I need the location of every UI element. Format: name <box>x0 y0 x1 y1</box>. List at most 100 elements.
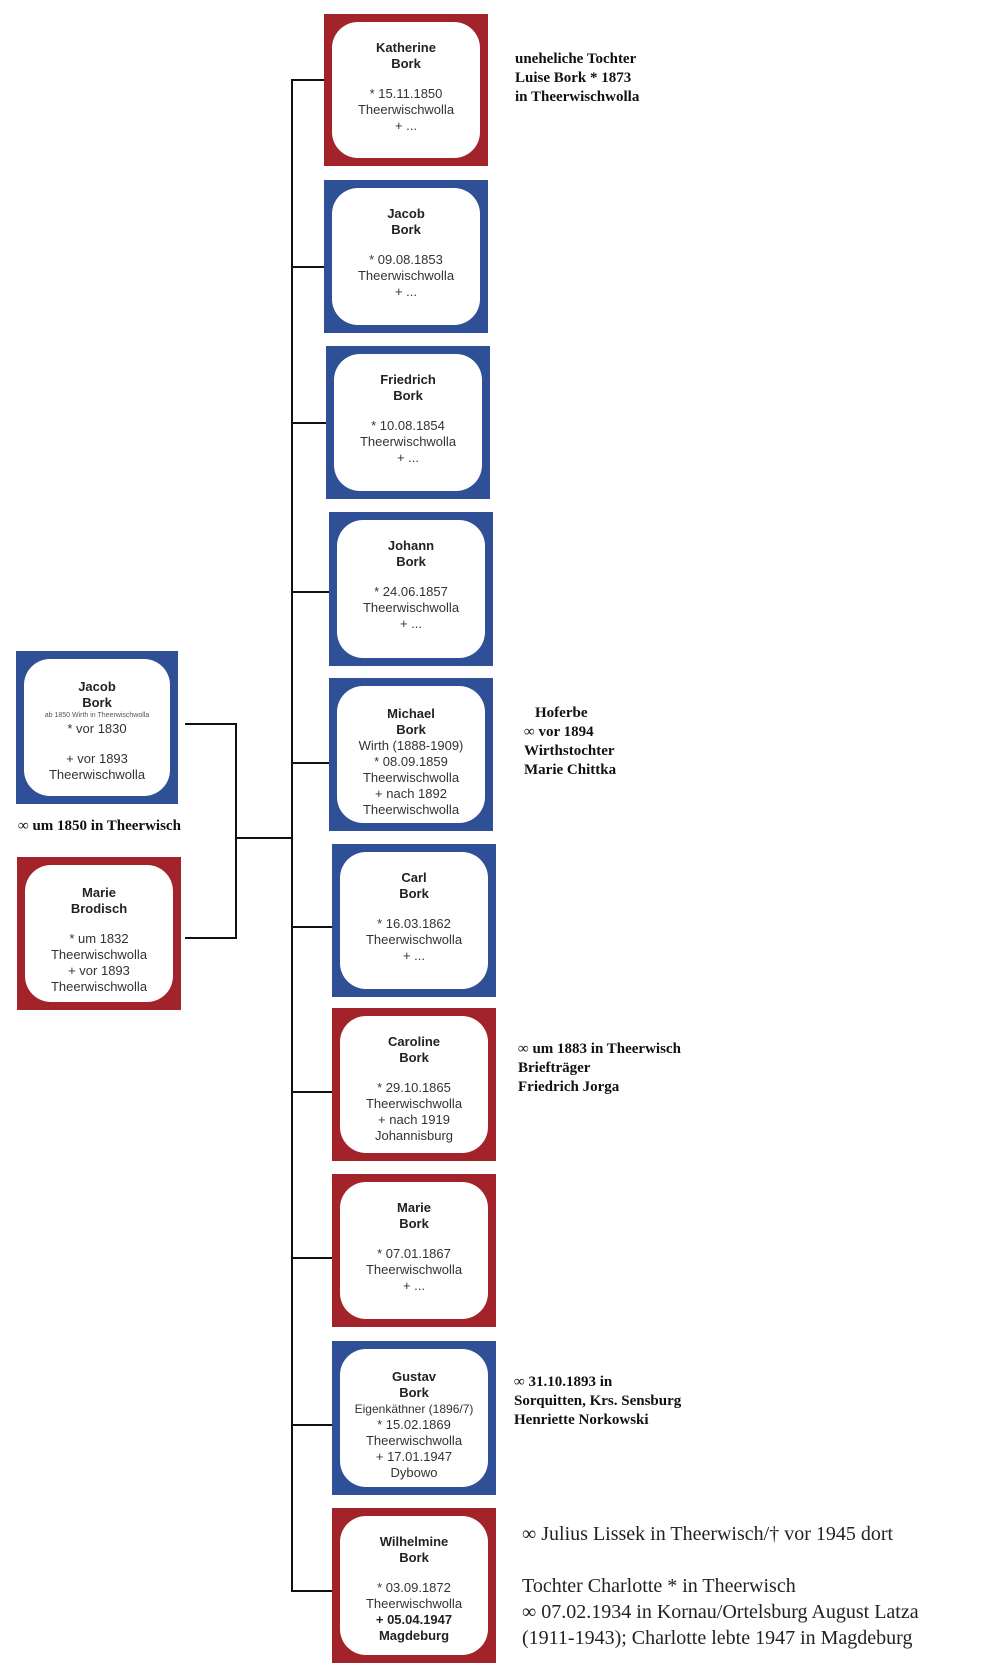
person-last-name: Bork <box>396 722 426 737</box>
person-first-name: Caroline <box>387 1034 440 1049</box>
person-first-name: Michael <box>387 706 435 721</box>
person-first-name: Katherine <box>376 40 436 55</box>
person-death: + 17.01.1947 <box>375 1449 453 1464</box>
person-death: + ... <box>394 118 418 133</box>
person-death: + vor 1893 <box>68 963 130 978</box>
person-first-name: Jacob <box>78 679 116 694</box>
person-last-name: Bork <box>82 695 112 710</box>
person-birth: * 29.10.1865 <box>377 1080 451 1095</box>
person-death-place: Magdeburg <box>378 1628 450 1643</box>
person-birth-place: Theerwischwolla <box>365 1596 463 1611</box>
child-connector <box>291 1091 332 1093</box>
child-card-wilhelmine[interactable]: Wilhelmine Bork * 03.09.1872 Theerwischw… <box>332 1508 496 1663</box>
person-birth-place: Theerwischwolla <box>362 600 460 615</box>
person-first-name: Gustav <box>391 1369 437 1384</box>
father-card[interactable]: Jacob Bork ab 1850 Wirth in Theerwischwo… <box>16 651 178 804</box>
person-death: + ... <box>396 450 420 465</box>
person-birth: * 16.03.1862 <box>377 916 451 931</box>
father-connector <box>185 723 237 725</box>
person-first-name: Jacob <box>387 206 425 221</box>
child-card-michael[interactable]: Michael Bork Wirth (1888-1909) * 08.09.1… <box>329 678 493 831</box>
person-occupation: Wirth (1888-1909) <box>358 738 464 753</box>
person-birth-place: Theerwischwolla <box>365 1096 463 1111</box>
person-birth-place: Theerwischwolla <box>365 1433 463 1448</box>
parents-marriage-label: ∞ um 1850 in Theerwisch <box>18 818 181 834</box>
child-connector <box>291 762 329 764</box>
person-birth: * 10.08.1854 <box>371 418 445 433</box>
child-connector <box>291 926 332 928</box>
person-death-place: Theerwischwolla <box>362 802 460 817</box>
person-death-place: Theerwischwolla <box>50 979 148 994</box>
person-death: + ... <box>399 616 423 631</box>
person-last-name: Bork <box>399 1550 429 1565</box>
parents-vertical-bracket <box>235 723 237 939</box>
person-last-name: Bork <box>399 1050 429 1065</box>
person-first-name: Marie <box>82 885 116 900</box>
person-death: + nach 1892 <box>375 786 447 801</box>
child-card-jacob[interactable]: Jacob Bork * 09.08.1853 Theerwischwolla … <box>324 180 488 333</box>
mother-card[interactable]: Marie Brodisch * um 1832 Theerwischwolla… <box>17 857 181 1010</box>
child-connector <box>291 266 324 268</box>
person-last-name: Bork <box>391 56 421 71</box>
person-birth-place: Theerwischwolla <box>365 1262 463 1277</box>
person-first-name: Johann <box>387 538 435 553</box>
child-card-gustav[interactable]: Gustav Bork Eigenkäthner (1896/7) * 15.0… <box>332 1341 496 1495</box>
person-birth-place: Theerwischwolla <box>357 102 455 117</box>
person-death: + 05.04.1947 <box>375 1612 453 1627</box>
person-birth: * 08.09.1859 <box>374 754 448 769</box>
child-annotation-caroline: ∞ um 1883 in Theerwisch Briefträger Frie… <box>518 1041 681 1095</box>
child-connector <box>291 1424 332 1426</box>
person-last-name: Brodisch <box>70 901 128 916</box>
child-annotation-wilhelmine: ∞ Julius Lissek in Theerwisch/† vor 1945… <box>522 1523 919 1649</box>
person-first-name: Marie <box>397 1200 431 1215</box>
child-connector <box>291 422 326 424</box>
person-birth: * um 1832 <box>69 931 129 946</box>
person-birth: * 03.09.1872 <box>377 1580 451 1595</box>
child-card-katherine[interactable]: Katherine Bork * 15.11.1850 Theerwischwo… <box>324 14 488 166</box>
child-connector <box>291 1257 332 1259</box>
child-connector <box>291 591 329 593</box>
child-annotation-katherine: uneheliche Tochter Luise Bork * 1873 in … <box>515 51 640 105</box>
person-birth: * 09.08.1853 <box>369 252 443 267</box>
person-note: ab 1850 Wirth in Theerwischwolla <box>44 712 150 719</box>
person-death-place: Johannisburg <box>374 1128 454 1143</box>
person-birth-place: Theerwischwolla <box>365 932 463 947</box>
child-annotation-michael: Hoferbe ∞ vor 1894 Wirthstochter Marie C… <box>524 705 617 778</box>
person-birth-place: Theerwischwolla <box>359 434 457 449</box>
person-death: + ... <box>402 1278 426 1293</box>
child-card-friedrich[interactable]: Friedrich Bork * 10.08.1854 Theerwischwo… <box>326 346 490 499</box>
person-birth: * 15.11.1850 <box>369 86 443 101</box>
child-connector <box>291 79 324 81</box>
child-card-johann[interactable]: Johann Bork * 24.06.1857 Theerwischwolla… <box>329 512 493 666</box>
person-death-place: Theerwischwolla <box>48 767 146 782</box>
person-birth: * 07.01.1867 <box>377 1246 451 1261</box>
person-death-place: Dybowo <box>390 1465 438 1480</box>
person-first-name: Carl <box>401 870 427 885</box>
person-death: + vor 1893 <box>66 751 128 766</box>
person-last-name: Bork <box>399 886 429 901</box>
child-connector <box>291 1590 332 1592</box>
person-last-name: Bork <box>399 1385 429 1400</box>
mother-connector <box>185 937 237 939</box>
person-first-name: Friedrich <box>380 372 436 387</box>
person-birth-place: Theerwischwolla <box>50 947 148 962</box>
child-card-caroline[interactable]: Caroline Bork * 29.10.1865 Theerwischwol… <box>332 1008 496 1161</box>
child-card-marie[interactable]: Marie Bork * 07.01.1867 Theerwischwolla … <box>332 1174 496 1327</box>
person-occupation: Eigenkäthner (1896/7) <box>354 1402 474 1416</box>
person-last-name: Bork <box>391 222 421 237</box>
person-death: + nach 1919 <box>378 1112 450 1127</box>
child-card-carl[interactable]: Carl Bork * 16.03.1862 Theerwischwolla +… <box>332 844 496 997</box>
person-birth: * vor 1830 <box>67 721 127 736</box>
person-birth: * 24.06.1857 <box>374 584 448 599</box>
person-birth-place: Theerwischwolla <box>357 268 455 283</box>
person-first-name: Wilhelmine <box>379 1534 449 1549</box>
person-birth: * 15.02.1869 <box>377 1417 451 1432</box>
person-last-name: Bork <box>396 554 426 569</box>
person-last-name: Bork <box>399 1216 429 1231</box>
children-trunk-line <box>291 79 293 1592</box>
child-annotation-gustav: ∞ 31.10.1893 in Sorquitten, Krs. Sensbur… <box>514 1374 682 1428</box>
person-death: + ... <box>394 284 418 299</box>
person-last-name: Bork <box>393 388 423 403</box>
person-birth-place: Theerwischwolla <box>362 770 460 785</box>
parents-to-children-connector <box>235 837 293 839</box>
